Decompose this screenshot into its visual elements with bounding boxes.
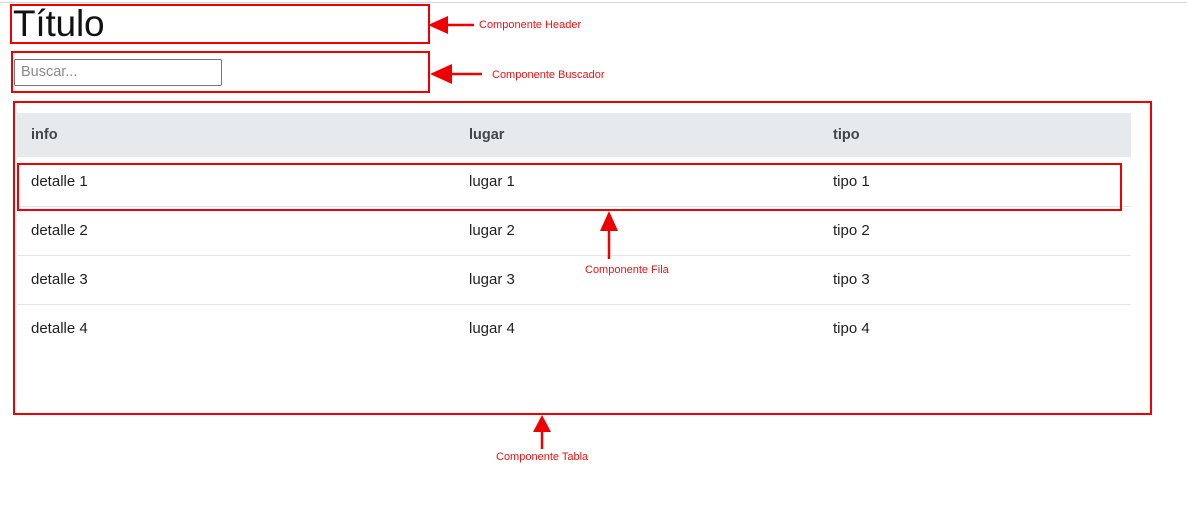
table-row[interactable]: detalle 1 lugar 1 tipo 1 <box>17 157 1131 206</box>
cell-lugar: lugar 2 <box>455 205 819 255</box>
table-component: info lugar tipo detalle 1 lugar 1 tipo 1… <box>17 113 1131 353</box>
arrow-up-icon <box>533 415 551 449</box>
annotation-label-row: Componente Fila <box>585 264 669 276</box>
table-header-row: info lugar tipo <box>17 113 1131 157</box>
annotation-label-header: Componente Header <box>479 19 582 31</box>
annotation-label-search: Componente Buscador <box>492 69 605 81</box>
cell-tipo: tipo 3 <box>819 254 1131 304</box>
data-table: info lugar tipo detalle 1 lugar 1 tipo 1… <box>17 113 1131 353</box>
cell-info: detalle 3 <box>17 254 455 304</box>
table-row[interactable]: detalle 3 lugar 3 tipo 3 <box>17 254 1131 304</box>
page-title: Título <box>13 3 105 44</box>
table-row[interactable]: detalle 2 lugar 2 tipo 2 <box>17 205 1131 255</box>
annotation-label-table: Componente Tabla <box>496 451 589 463</box>
arrow-left-icon <box>430 64 482 84</box>
arrow-left-icon <box>428 16 474 34</box>
cell-info: detalle 2 <box>17 205 455 255</box>
cell-lugar: lugar 1 <box>469 172 515 190</box>
cell-lugar: lugar 3 <box>455 254 819 304</box>
cell-info: detalle 1 <box>31 172 88 190</box>
column-header-info[interactable]: info <box>17 113 455 157</box>
search-input[interactable] <box>14 58 222 86</box>
cell-tipo: tipo 4 <box>819 303 1131 353</box>
cell-tipo: tipo 1 <box>833 172 870 190</box>
header-component: Título <box>13 3 427 44</box>
column-header-lugar[interactable]: lugar <box>455 113 819 157</box>
cell-lugar: lugar 4 <box>455 303 819 353</box>
cell-tipo: tipo 2 <box>819 205 1131 255</box>
table-row[interactable]: detalle 4 lugar 4 tipo 4 <box>17 303 1131 353</box>
table-body: detalle 1 lugar 1 tipo 1 detalle 2 lugar… <box>17 157 1131 353</box>
search-component <box>14 54 427 90</box>
table-head: info lugar tipo <box>17 113 1131 157</box>
column-header-tipo[interactable]: tipo <box>819 113 1131 157</box>
top-divider <box>0 2 1187 3</box>
cell-info: detalle 4 <box>17 303 455 353</box>
